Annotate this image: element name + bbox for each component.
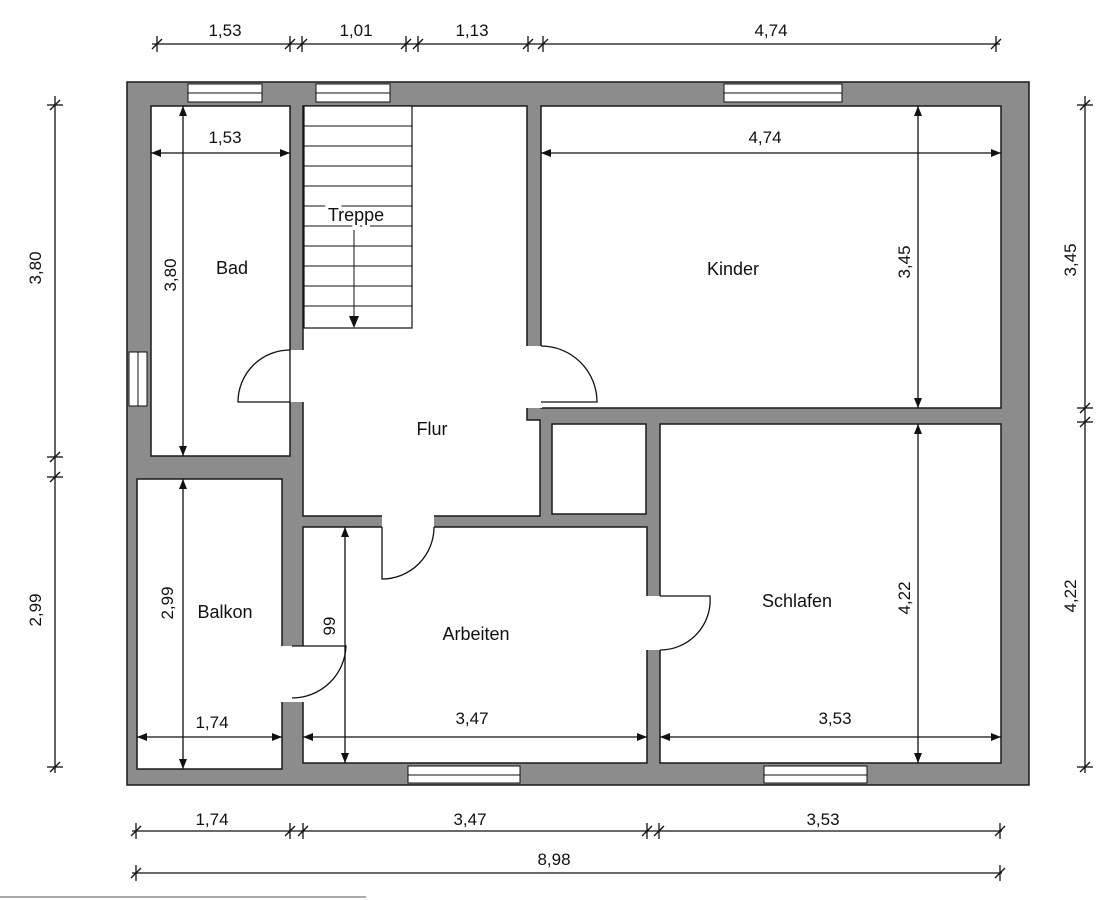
dim-arbeiten-height	[341, 527, 349, 763]
label-flur: Flur	[417, 419, 448, 439]
left-dimension-line	[47, 96, 63, 773]
staircase	[303, 105, 413, 329]
balkon-height-label: 2,99	[158, 586, 177, 619]
right-dim-2: 4,22	[1061, 579, 1080, 612]
dim-bad-height	[179, 106, 187, 456]
window-kinder-top	[723, 83, 843, 103]
dim-arbeiten-width	[303, 733, 647, 741]
label-schlafen: Schlafen	[762, 591, 832, 611]
window-bad-side	[128, 351, 148, 407]
right-dimension-line	[1077, 96, 1093, 773]
arbeiten-height-label: 99	[320, 617, 339, 636]
window-bad-top	[187, 83, 263, 103]
room-abstell	[551, 423, 647, 515]
label-treppe: Treppe	[328, 205, 384, 225]
top-dim-4: 4,74	[754, 21, 787, 40]
room-schlafen	[659, 423, 1002, 764]
arbeiten-width-label: 3,47	[455, 709, 488, 728]
room-bad	[150, 105, 291, 457]
bad-width-label: 1,53	[208, 128, 241, 147]
door-bad	[237, 349, 304, 403]
room-balkon	[136, 478, 283, 770]
dim-schlafen-height	[914, 424, 922, 763]
label-bad: Bad	[216, 258, 248, 278]
dim-balkon-width	[137, 733, 282, 741]
dim-schlafen-width	[660, 733, 1001, 741]
total-dimension-line	[130, 865, 1006, 881]
top-dim-3: 1,13	[455, 21, 488, 40]
dim-kinder-width	[541, 149, 1001, 157]
dim-balkon-height	[179, 479, 187, 769]
bottom-dim-2: 3,47	[453, 810, 486, 829]
window-arbeiten-bottom	[407, 765, 521, 784]
left-dim-2: 2,99	[26, 593, 45, 626]
top-dim-1: 1,53	[208, 21, 241, 40]
bottom-dim-1: 1,74	[195, 810, 228, 829]
door-arbeiten	[381, 515, 435, 580]
schlafen-height-label: 4,22	[895, 581, 914, 614]
window-flur-top	[315, 83, 391, 103]
left-dim-1: 3,80	[26, 251, 45, 284]
balkon-width-label: 1,74	[195, 713, 228, 732]
kinder-width-label: 4,74	[748, 128, 781, 147]
bad-height-label: 3,80	[161, 258, 180, 291]
schlafen-width-label: 3,53	[818, 709, 851, 728]
window-schlafen-bottom	[763, 765, 868, 784]
door-kinder	[526, 345, 598, 408]
kinder-height-label: 3,45	[895, 245, 914, 278]
label-balkon: Balkon	[197, 602, 252, 622]
room-arbeiten	[302, 526, 648, 764]
bottom-dimension-line	[130, 823, 1006, 839]
bottom-dim-3: 3,53	[806, 810, 839, 829]
door-schlafen	[646, 595, 711, 651]
label-kinder: Kinder	[707, 259, 759, 279]
dim-kinder-height	[914, 106, 922, 408]
room-kinder	[540, 105, 1002, 409]
total-dim: 8,98	[537, 850, 570, 869]
right-dim-1: 3,45	[1061, 243, 1080, 276]
dim-bad-width	[151, 149, 290, 157]
top-dim-2: 1,01	[339, 21, 372, 40]
stair-arrow-icon	[349, 316, 359, 328]
top-dimension-line	[151, 36, 1002, 52]
label-arbeiten: Arbeiten	[442, 624, 509, 644]
